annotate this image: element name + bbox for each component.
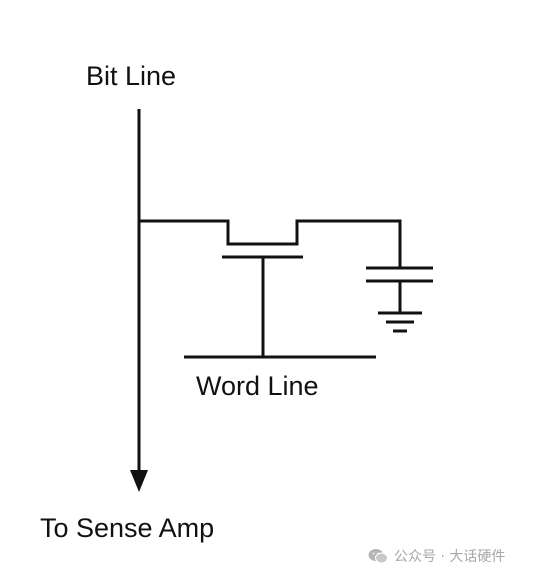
word-line-label: Word Line — [196, 371, 319, 401]
sense-amp-label: To Sense Amp — [40, 513, 215, 543]
watermark: 公众号 · 大话硬件 — [368, 546, 505, 566]
access-path — [139, 219, 402, 268]
wechat-icon — [368, 549, 388, 564]
bit-line-label: Bit Line — [86, 61, 177, 91]
sense-amp-arrow — [130, 470, 148, 492]
watermark-text: 公众号 · 大话硬件 — [394, 549, 506, 565]
